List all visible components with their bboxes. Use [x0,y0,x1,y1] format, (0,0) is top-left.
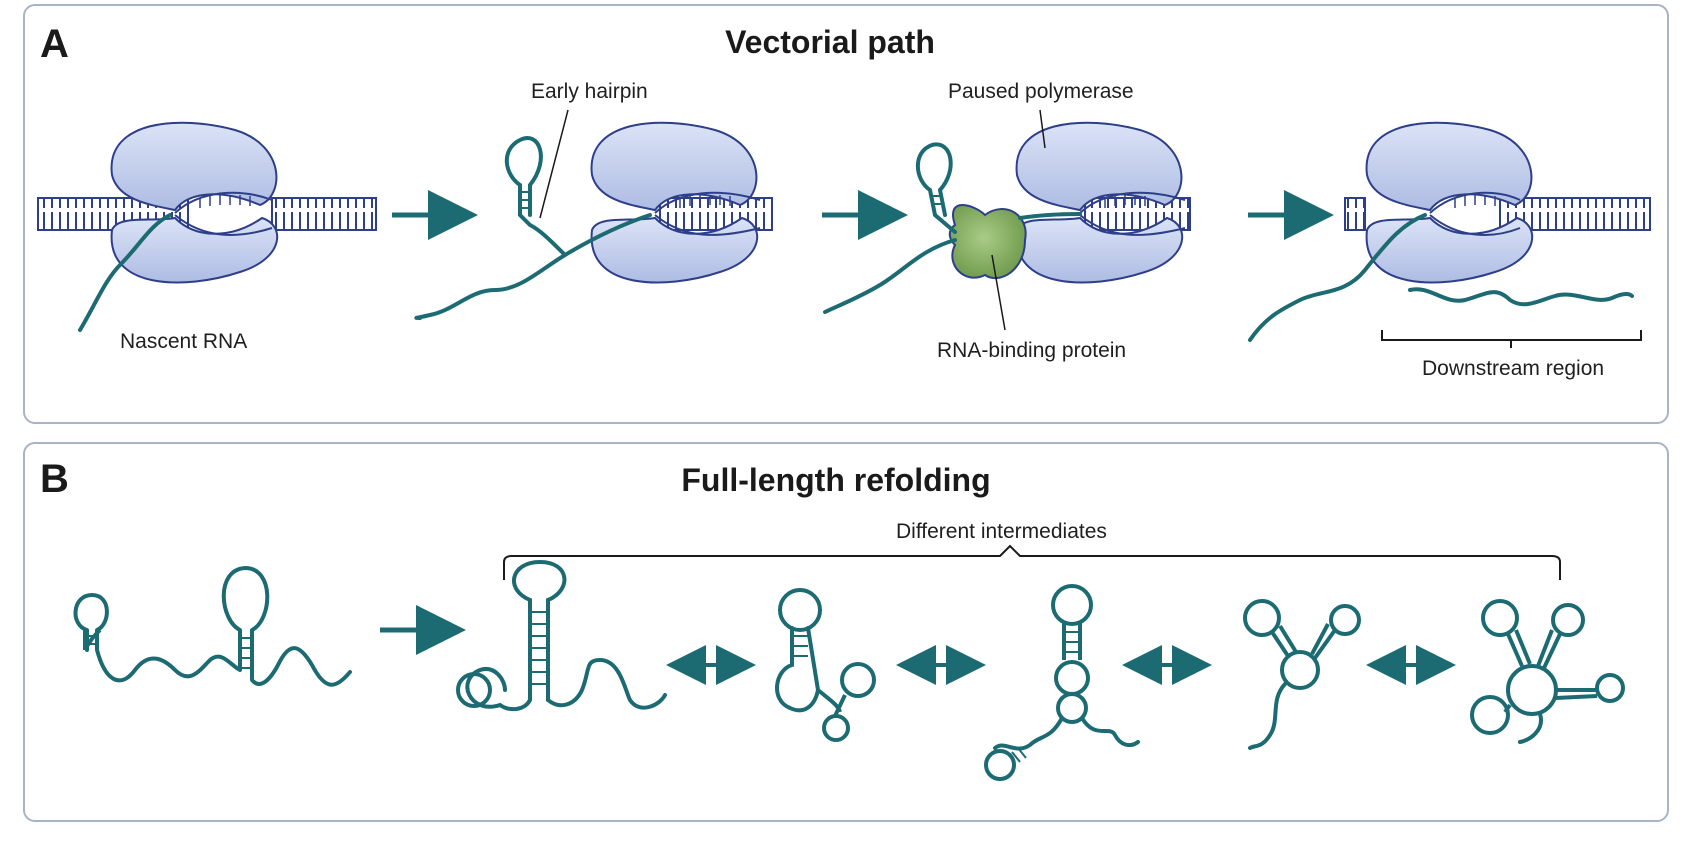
label-nascent-rna: Nascent RNA [120,330,248,353]
rna-binding-protein-leader [991,254,1006,331]
panel-b-letter: B [40,457,69,501]
intermediate-1 [456,559,667,712]
intermediate-2 [775,588,876,742]
early-hairpin [504,136,567,257]
nascent-rna-strand [78,213,172,332]
initial-rna [73,566,352,687]
rna-binding-protein [948,204,1027,280]
panel-a-letter: A [40,22,69,66]
label-paused-polymerase: Paused polymerase [948,80,1134,103]
transcription-complex-4 [1248,121,1651,348]
label-early-hairpin: Early hairpin [531,80,648,103]
downstream-rna [1408,287,1634,307]
downstream-bracket [1381,330,1642,348]
intermediate-4 [1243,599,1361,750]
transcription-complex-1 [37,121,377,332]
panel-b-title: Full-length refolding [681,462,991,498]
label-downstream-region: Downstream region [1422,357,1605,380]
rna-polymerase-2 [590,121,759,284]
early-hairpin-leader [539,109,569,219]
intermediates-bracket [503,544,1561,580]
panel-a-title: Vectorial path [725,24,935,60]
intermediate-5 [1470,599,1625,744]
label-different-intermediates: Different intermediates [896,520,1107,543]
rna-polymerase-4 [1365,121,1534,284]
transcription-complex-3 [823,109,1191,331]
intermediate-3 [984,584,1140,781]
transcription-complex-2 [414,109,773,320]
label-rna-binding-protein: RNA-binding protein [937,339,1127,362]
paused-polymerase-leader [1039,109,1046,149]
panel-b [23,442,1669,822]
